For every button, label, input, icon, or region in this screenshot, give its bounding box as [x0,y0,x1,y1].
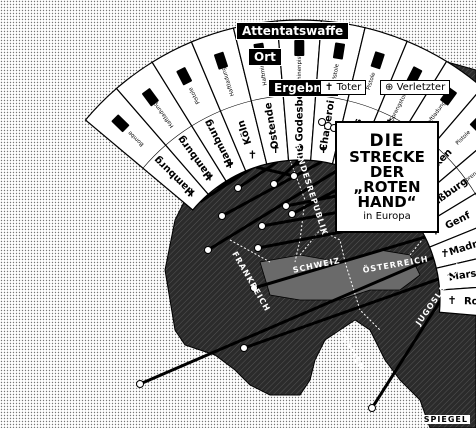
attack-ray [370,300,442,409]
attack-location-dot [318,118,326,126]
legend-injured: ⊕ Verletzter [380,80,451,95]
cross-circle-icon: ⊕ [295,141,304,154]
title-line-1: DIE [369,130,405,151]
attack-ray [272,158,301,186]
attack-location-dot [204,246,212,254]
legend-place-label: Ort [248,48,282,66]
attack-segment [438,286,476,317]
attack-location-dot [240,344,248,352]
weapon-label: Haftmine [259,59,269,86]
weapon-icon [214,51,228,70]
attack-location-dot [270,180,278,188]
cross-icon: ✝ [271,143,280,156]
title-line-4: „ROTEN HAND“ [353,177,421,211]
attack-location-dots [136,118,376,412]
weapon-icon [142,88,159,107]
title-line-3: DER [369,162,405,181]
attack-location-dot [136,380,144,388]
cross-icon: ✝ [446,270,455,283]
alpine-region [259,249,421,301]
attack-ray [237,160,279,190]
attack-location-dot [288,210,296,218]
publisher-credit: SPIEGEL [421,415,470,424]
legend-weapon-label: Attentatswaffe [236,22,350,40]
weapon-label: Pistole [366,71,377,91]
attack-ray [221,160,323,218]
cross-icon: ✝ [325,82,334,93]
weapon-icon [332,42,346,60]
map-title: DIE STRECKE DER „ROTEN HAND“ in Europa [335,121,439,233]
cross-icon: ✝ [248,149,257,162]
attack-location-dot [218,212,226,220]
attack-location-dot [290,172,298,180]
attack-location-dot [258,222,266,230]
attack-location-dot [234,184,242,192]
cross-circle-icon: ⊕ [385,82,394,93]
title-line-2: STRECKE [349,147,425,166]
attack-ray [243,277,439,350]
attack-ray [207,165,344,252]
weapon-icon [111,114,130,133]
weapon-icon [440,87,457,106]
legend-dead: ✝ Toter [320,80,367,95]
cross-icon: ✝ [205,171,214,184]
attack-ray [139,256,434,386]
weapon-icon [370,51,385,70]
attack-location-dot [254,244,262,252]
cross-icon: ✝ [447,294,456,307]
segment-divider [475,193,476,196]
cross-icon: ✝ [440,247,449,260]
cross-icon: ✝ [187,186,196,199]
cross-icon: ✝ [226,158,235,171]
weapon-label: Pistole [332,63,341,82]
weapon-icon [176,67,192,86]
weapon-icon [469,113,476,132]
title-line-5: in Europa [363,210,411,222]
place-label: Bad Godesberg [294,80,305,166]
weapon-icon [294,39,305,57]
place-label: Rom [464,296,476,307]
attack-ray [255,165,295,178]
weapon-label: Maschinenpistole [297,46,303,94]
attack-location-dot [368,404,376,412]
attack-ray [253,235,426,290]
attack-location-dot [250,284,258,292]
attack-location-dot [282,202,290,210]
cross-icon: ✝ [319,143,328,156]
